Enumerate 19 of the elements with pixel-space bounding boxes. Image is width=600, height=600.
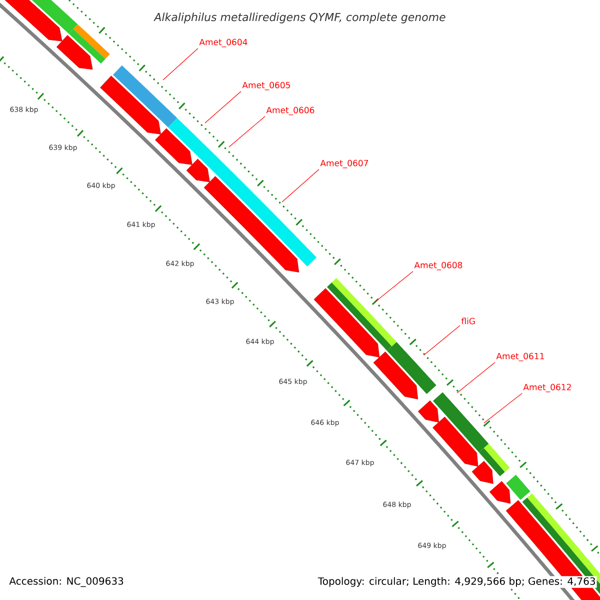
gene-label: Amet_0606 bbox=[266, 106, 314, 116]
gene-label: Amet_0607 bbox=[320, 160, 368, 168]
gene-label: Amet_0611 bbox=[496, 352, 544, 362]
leader-line bbox=[456, 362, 496, 394]
gene-label: Amet_0605 bbox=[242, 82, 290, 90]
genome-stats-text: Topology: circular; Length: 4,929,566 bp; Genes: 4,763 bbox=[316, 576, 597, 588]
gene-label: Amet_0612 bbox=[523, 384, 571, 392]
gene-label: Amet_0608 bbox=[414, 262, 462, 270]
leader-line bbox=[374, 271, 414, 302]
leader-line bbox=[484, 393, 522, 424]
accession-text: Accession: NC_009633 bbox=[8, 576, 125, 588]
leader-line bbox=[162, 48, 198, 80]
leader-line bbox=[424, 325, 460, 356]
leader-line bbox=[282, 169, 320, 202]
title: Alkaliphilus metalliredigens QYMF, complete genome bbox=[154, 12, 446, 24]
gene-label: Amet_0604 bbox=[199, 38, 248, 48]
leader-line bbox=[204, 91, 242, 124]
leader-line bbox=[228, 116, 266, 148]
gene-label: fliG bbox=[461, 318, 475, 324]
